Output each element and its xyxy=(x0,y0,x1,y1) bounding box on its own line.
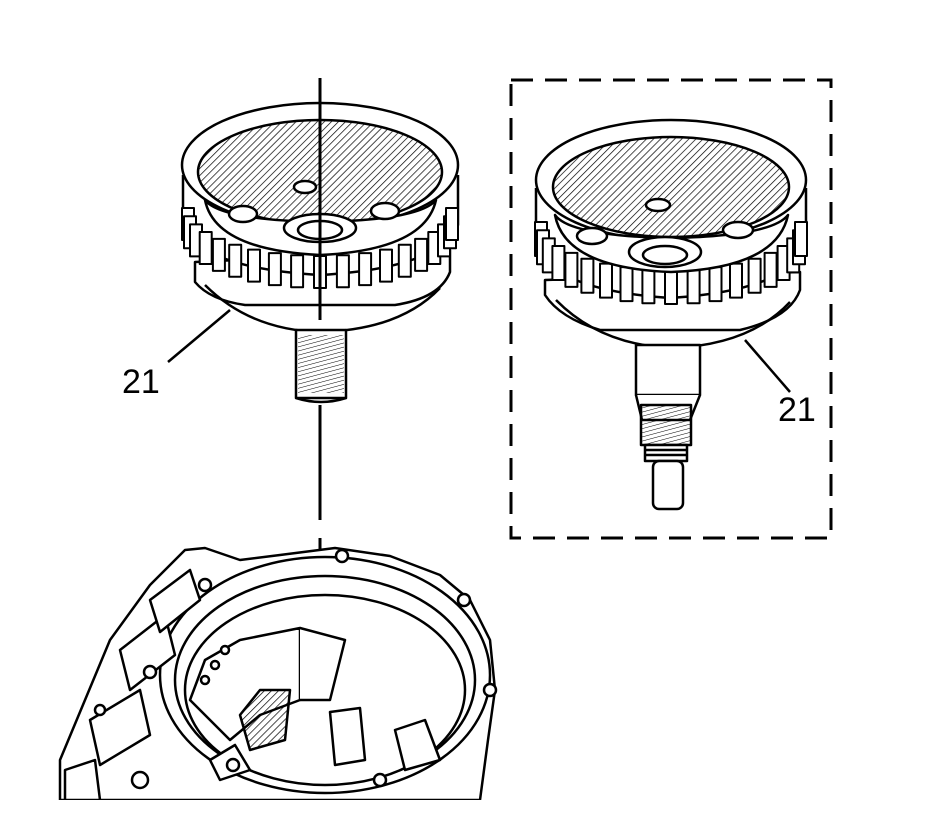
gear-tooth xyxy=(211,237,226,272)
transmission-case xyxy=(58,546,498,802)
detail-view-frame xyxy=(509,78,833,540)
callout-leader-right xyxy=(744,339,791,393)
gear-tooth xyxy=(664,269,678,305)
gear-tooth xyxy=(564,251,579,288)
gear-tooth xyxy=(379,248,393,283)
gear-tooth xyxy=(335,254,350,289)
callout-label-main-part: 21 xyxy=(122,363,160,401)
gear-tooth xyxy=(641,268,656,305)
detail-gear-teeth xyxy=(534,221,808,305)
gear-tooth xyxy=(358,252,373,287)
gear-tooth xyxy=(247,248,261,283)
gear-tooth xyxy=(228,243,243,278)
gear-tooth xyxy=(267,252,282,287)
detail-ring-gear xyxy=(534,118,808,511)
gear-tooth xyxy=(763,251,778,288)
gear-tooth xyxy=(729,262,743,299)
gear-tooth xyxy=(580,257,595,294)
callout-leader-left xyxy=(167,309,231,363)
gear-tooth xyxy=(414,237,429,272)
gear-tooth xyxy=(794,221,808,257)
gear-tooth xyxy=(198,231,213,265)
main-gear-teeth xyxy=(181,207,459,289)
gear-tooth xyxy=(619,266,634,303)
gear-tooth xyxy=(599,262,613,299)
callout-label-detail-part: 21 xyxy=(778,391,816,429)
gear-tooth xyxy=(445,207,459,241)
gear-tooth xyxy=(708,266,723,303)
gear-tooth xyxy=(686,268,701,305)
gear-tooth xyxy=(747,257,762,294)
gear-tooth xyxy=(290,254,305,289)
gear-tooth xyxy=(551,245,566,281)
gear-tooth xyxy=(397,243,412,278)
